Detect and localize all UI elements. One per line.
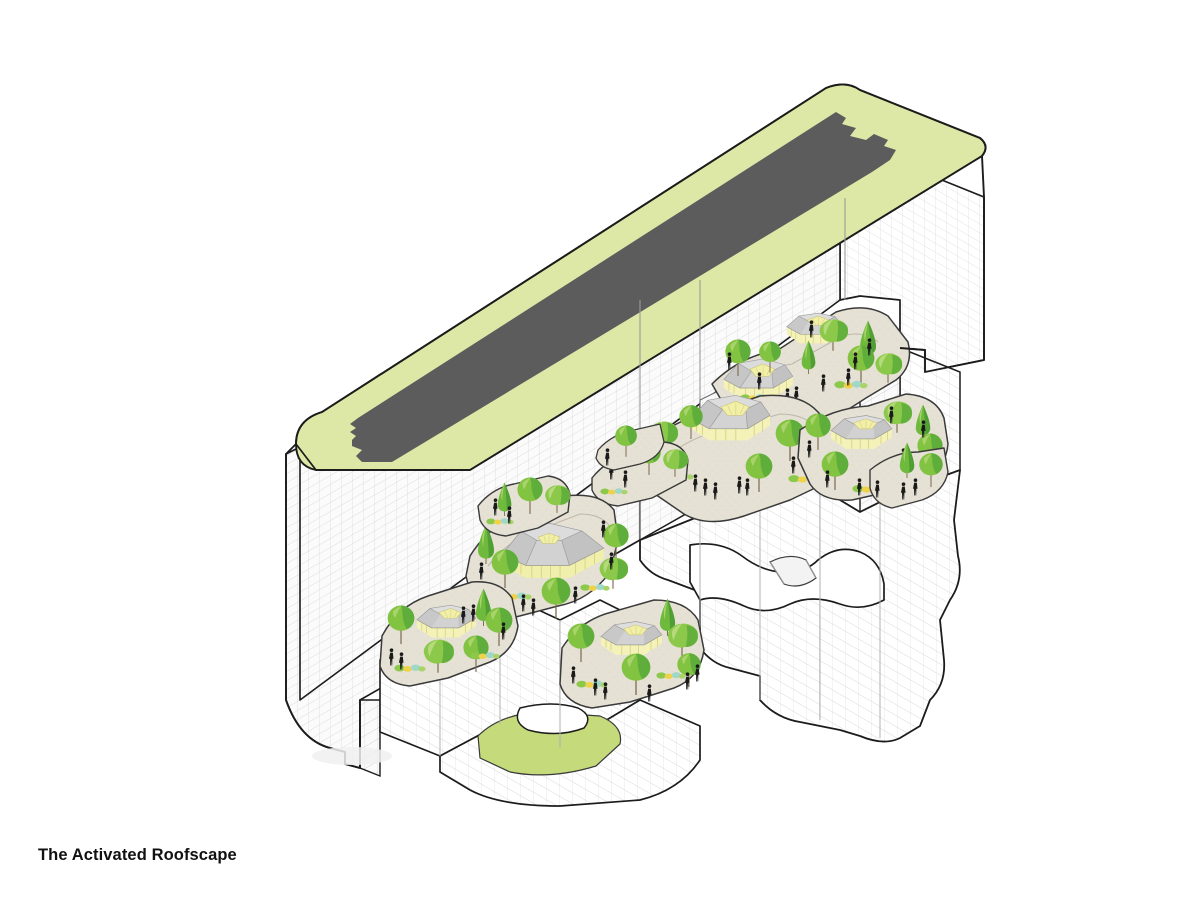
lower-roof-skylight-void [516, 703, 589, 735]
linear-slab-tower [285, 83, 987, 769]
roof-terrace-slab-left [595, 423, 665, 471]
slab-dark-roof-band [350, 112, 896, 462]
courtyard-ramp-lines [769, 559, 817, 585]
slab-roof-edge [295, 155, 983, 471]
page-title: The Activated Roofscape [38, 846, 237, 864]
ground-shadow [312, 747, 392, 765]
roof-terrace-south-east [559, 598, 705, 709]
roof-terrace-west-step [477, 475, 571, 537]
roof-terrace-west-lower [379, 581, 519, 687]
roof-terrace-far-east [869, 442, 949, 509]
